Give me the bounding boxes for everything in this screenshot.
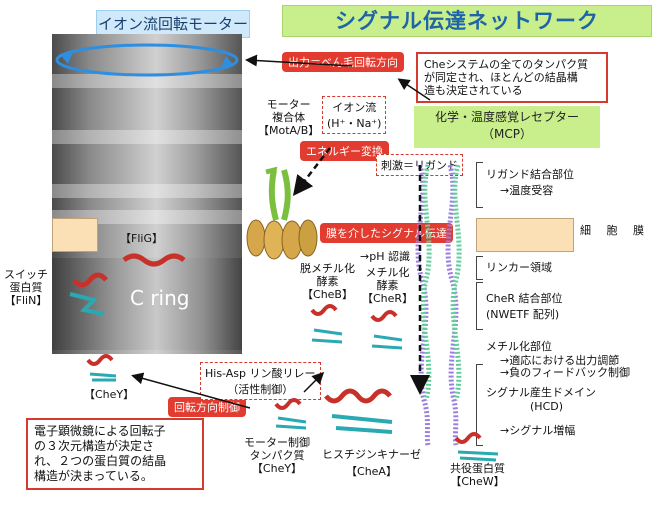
ph-recognition-label: →pH 認識 (360, 250, 410, 263)
membrane-segment-left (52, 218, 98, 252)
chew-line1: 共役蛋白質 (450, 462, 505, 475)
mcp-title: 化学・温度感覚レセプター (434, 110, 579, 124)
che-note-line1: Cheシステムの全てのタンパク質 (424, 58, 589, 71)
c-ring-micrograph (52, 258, 242, 350)
chey-left-ribbon (86, 354, 117, 382)
cher-line2: 酵素 (376, 279, 399, 292)
mota-motb-complex-icon (246, 166, 318, 260)
chew-line2: 【CheW】 (450, 475, 505, 488)
cher-ribbon (370, 310, 403, 350)
chea-ribbon (324, 388, 393, 434)
flig-label: 【FliG】 (120, 232, 163, 245)
relay-line1: His-Asp リン酸リレー (205, 367, 316, 380)
motor-complex-line3: 【MotA/B】 (258, 124, 320, 137)
ion-flow-ions: (H⁺・Na⁺) (327, 117, 382, 130)
em-note-line2: の３次元構造が決定さ (34, 439, 155, 453)
linker-region-bracket (476, 256, 483, 280)
cheb-ribbon (310, 304, 343, 344)
em-note-line4: 構造が決まっている。 (34, 469, 153, 483)
output-badge: 出力＝べん毛回転方向 (282, 52, 404, 72)
chea-label: ヒスチジンキナーゼ 【CheA】 (322, 448, 421, 478)
mcp-subtitle: （MCP） (482, 127, 532, 141)
che-note-line3: 造も決定されている (424, 84, 523, 97)
chey-mid-line3: 【CheY】 (251, 462, 303, 475)
ligand-binding-label: リガンド結合部位 (486, 168, 574, 181)
cher-line3: 【CheR】 (362, 292, 414, 305)
cher-binding-label: CheR 結合部位 (486, 292, 563, 305)
membrane-label: 細 胞 膜 (580, 224, 650, 237)
cher-label: メチル化 酵素 【CheR】 (362, 266, 413, 305)
membrane-segment-right (476, 218, 574, 252)
switch-line3: 【FliN】 (4, 294, 48, 307)
switch-line1: スイッチ (4, 268, 48, 281)
hcd-label: (HCD) (530, 400, 564, 413)
cheb-line1: 脱メチル化 (300, 262, 355, 275)
cher-region-bracket (476, 282, 483, 330)
chea-line2: 【CheA】 (346, 465, 397, 478)
chey-mid-line2: タンパク質 (249, 449, 305, 462)
methylation-site-label: メチル化部位 (486, 340, 552, 353)
nwetf-label: (NWETF 配列) (486, 308, 560, 321)
motor-complex-line1: モーター (266, 98, 311, 111)
phospho-relay-box: His-Asp リン酸リレー （活性制御） (200, 362, 321, 400)
relay-line2: （活性制御） (227, 383, 294, 396)
chea-line1: ヒスチジンキナーゼ (322, 448, 421, 461)
motor-title: イオン流回転モーター (96, 10, 250, 38)
ion-flow-title: イオン流 (332, 101, 377, 114)
cheb-label: 脱メチル化 酵素 【CheB】 (300, 262, 355, 301)
linker-region-label: リンカー領域 (486, 261, 552, 274)
switch-protein-label: スイッチ 蛋白質 【FliN】 (4, 268, 48, 307)
chey-mid-line1: モーター制御 (244, 436, 310, 449)
chey-motor-control-label: モーター制御 タンパク質 【CheY】 (244, 436, 310, 475)
rotation-arrow-icon (55, 43, 239, 77)
em-note-line1: 電子顕微鏡による回転子 (34, 424, 166, 438)
switch-line2: 蛋白質 (9, 281, 43, 294)
em-structure-note: 電子顕微鏡による回転子 の３次元構造が決定さ れ、２つの蛋白質の結晶 構造が決ま… (26, 418, 204, 490)
che-note-line2: が同定され、ほとんどの結晶構 (424, 71, 578, 84)
chey-mid-ribbon (274, 398, 307, 430)
motor-complex-line2: 複合体 (272, 111, 306, 124)
che-system-note: Cheシステムの全てのタンパク質 が同定され、ほとんどの結晶構 造も決定されてい… (416, 52, 608, 103)
temperature-reception-label: →温度受容 (500, 184, 554, 197)
chew-label: 共役蛋白質 【CheW】 (450, 462, 505, 488)
cheb-line2: 酵素 (316, 275, 339, 288)
hcd-region-bracket (476, 364, 483, 446)
chey-left-label: 【CheY】 (84, 388, 135, 401)
cheb-line3: 【CheB】 (302, 288, 353, 301)
ligand-region-bracket (476, 162, 483, 208)
adaptation-label: →適応における出力調節 (500, 354, 620, 367)
signal-network-title: シグナル伝達ネットワーク (282, 5, 652, 37)
signal-amplification-label: →シグナル増幅 (500, 424, 576, 437)
mcp-helix-structure (415, 164, 462, 446)
fli-ribbon-structures (69, 253, 186, 316)
c-ring-label: C ring (130, 286, 190, 310)
negative-feedback-label: →負のフィードバック制御 (500, 366, 630, 379)
em-note-line3: れ、２つの蛋白質の結晶 (34, 454, 167, 468)
chew-ribbon (454, 432, 499, 462)
mcp-box: 化学・温度感覚レセプター （MCP） (414, 106, 600, 148)
ion-flow-box: イオン流 (H⁺・Na⁺) (322, 96, 387, 134)
motor-complex-label: モーター 複合体 【MotA/B】 (258, 98, 319, 137)
cher-line1: メチル化 (365, 266, 410, 279)
signal-domain-label: シグナル産生ドメイン (486, 386, 596, 399)
